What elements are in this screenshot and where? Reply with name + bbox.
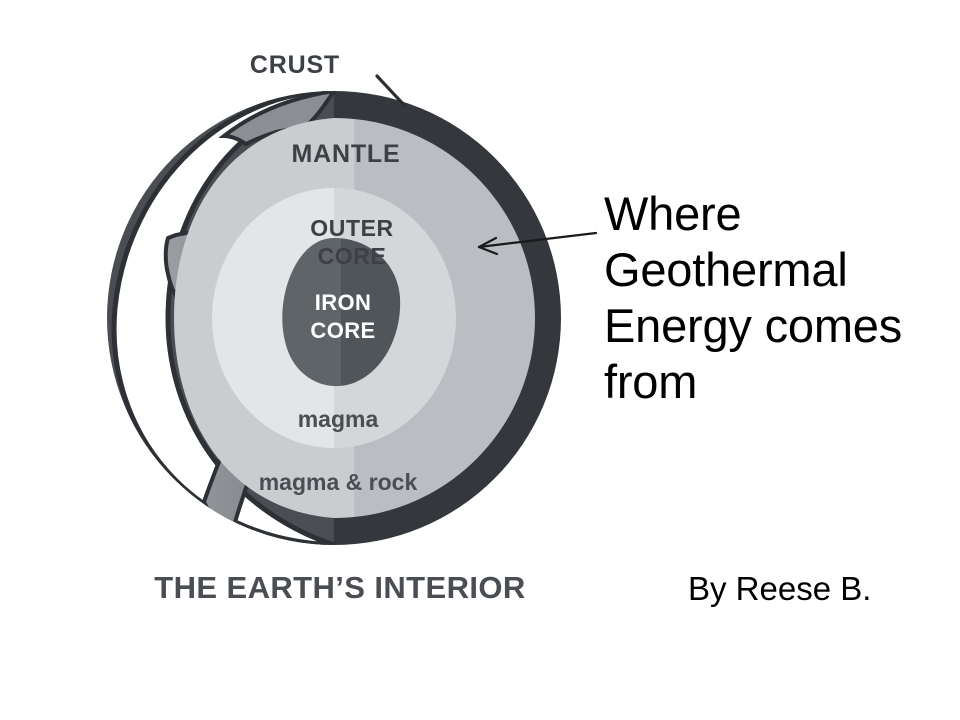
label-crust: CRUST	[250, 51, 340, 79]
label-iron-core-line1: IRON	[315, 290, 372, 315]
byline: By Reese B.	[688, 570, 872, 607]
arrow-shaft	[477, 231, 598, 249]
earth-cutaway-illustration: CRUST MANTLE OUTER CORE IRON CORE magma …	[107, 51, 598, 605]
ocean-crescent	[111, 91, 335, 545]
label-magma-and-rock: magma & rock	[259, 469, 418, 495]
figure-caption: THE EARTH’S INTERIOR	[154, 570, 525, 605]
label-mantle: MANTLE	[292, 140, 401, 168]
label-outer-core-line2: CORE	[318, 243, 387, 269]
earth-interior-figure: CRUST MANTLE OUTER CORE IRON CORE magma …	[80, 40, 600, 610]
label-outer-core-line1: OUTER	[310, 215, 394, 241]
iron-core-layer	[282, 238, 401, 387]
label-iron-core-line2: CORE	[310, 318, 375, 343]
pointer-arrow	[477, 231, 598, 256]
page-title: Where Geothermal Energy comes from	[604, 187, 903, 408]
arrow-head	[477, 236, 499, 256]
globe-group	[107, 91, 561, 545]
label-magma: magma	[298, 406, 379, 432]
crust-leader-line	[375, 74, 407, 108]
